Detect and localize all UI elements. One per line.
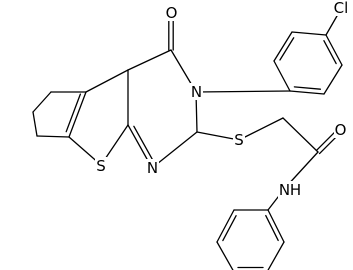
atom-s2: S xyxy=(233,131,245,149)
atom-cl: Cl xyxy=(331,0,353,17)
bond-lines xyxy=(32,8,343,270)
bond-s2-ch2 xyxy=(238,117,284,141)
atom-o1: O xyxy=(165,4,178,22)
bond-cp2-cp3 xyxy=(32,111,38,137)
bond-c2a-c1p xyxy=(273,60,291,92)
atom-label-s-thiophene: S xyxy=(96,157,106,175)
bond-b5-b6-inner xyxy=(222,214,237,242)
bond-c3b-c4p-inner xyxy=(323,39,337,65)
bond-b5-b6 xyxy=(216,209,235,243)
bond-c4-c4a xyxy=(127,49,172,71)
atom-label-o-amide: O xyxy=(335,121,347,139)
atom-label-o-carbonyl: O xyxy=(166,4,178,22)
bond-c7a-c3x xyxy=(68,91,87,138)
bond-b2-b3 xyxy=(267,241,285,270)
bond-n1-c2 xyxy=(151,131,198,169)
atom-n1: N xyxy=(146,159,159,177)
atom-label-cl: Cl xyxy=(334,0,349,17)
atom-label-n-ring: N xyxy=(191,83,202,101)
bond-c7a-c3x-inner xyxy=(65,93,82,133)
atom-nh: N H xyxy=(278,181,302,199)
bond-b1-b2-inner xyxy=(265,214,279,242)
bond-c3a-c2a xyxy=(273,31,293,62)
atom-label-n-imine: N xyxy=(147,159,158,177)
bond-cp3-c7a xyxy=(36,135,70,138)
bond-b1-b2 xyxy=(267,209,285,243)
bond-cp1-cp2 xyxy=(32,91,52,113)
bond-c1p-c2b-inner xyxy=(293,86,322,90)
bond-c4p-c3a xyxy=(291,31,327,36)
bond-c8a-n1-inner xyxy=(133,125,155,163)
atom-label-n-amide: N xyxy=(279,181,290,199)
bond-c3a-c2a-inner xyxy=(279,37,295,61)
atom-label-h-amide: H xyxy=(290,181,301,199)
bond-c2-s2 xyxy=(196,131,240,141)
atom-s1: S xyxy=(95,157,107,175)
bond-c1p-c2b xyxy=(289,90,325,95)
bond-b4-b5 xyxy=(216,241,234,270)
bond-c3x-c4a xyxy=(85,69,129,93)
bond-c3b-c4p xyxy=(325,34,343,66)
atom-label-s-thioether: S xyxy=(234,131,244,149)
bond-c1p-n3 xyxy=(195,90,291,93)
bond-ch2-cam xyxy=(282,117,319,153)
atom-n3: N xyxy=(190,83,203,101)
atom-labels: Cl O N N S S O N H xyxy=(95,0,353,199)
bond-c2b-c3b xyxy=(323,64,343,95)
atom-o2: O xyxy=(334,121,347,139)
